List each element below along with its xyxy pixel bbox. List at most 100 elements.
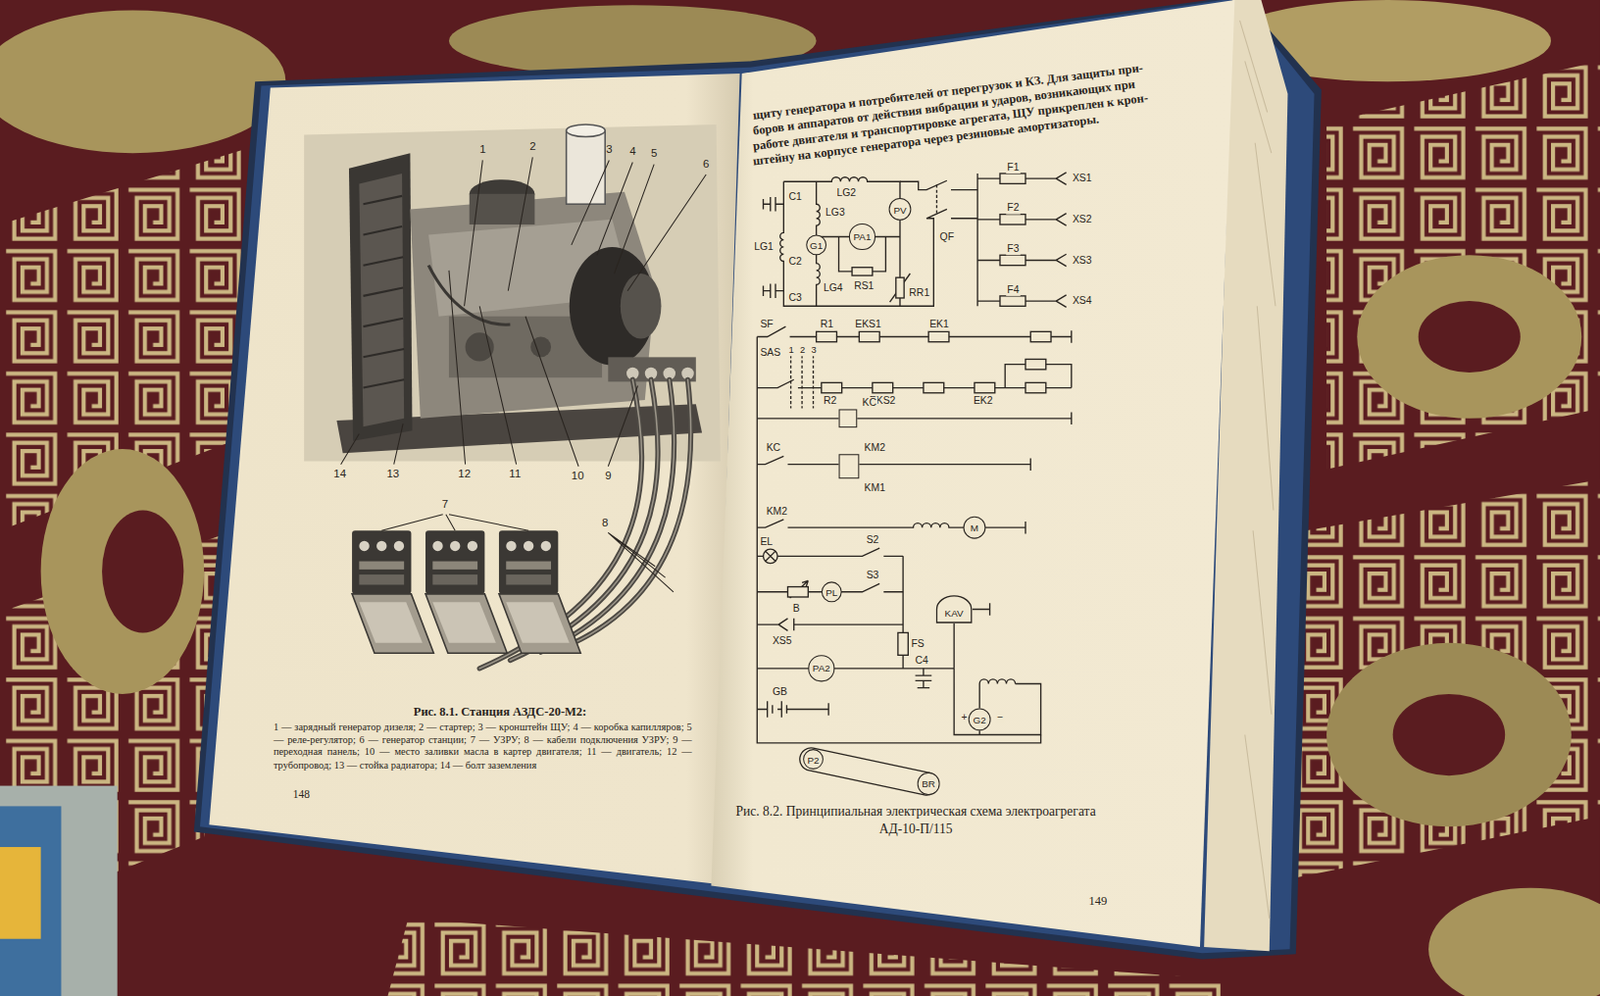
symbol-label: C2 [787,254,802,267]
figure-caption: Рис. 8.2. Принципиальная электрическая с… [719,801,1113,839]
pulley-symbol: P2 [802,749,824,770]
resistor-symbol [923,382,945,393]
resistor-symbol [1000,296,1026,306]
wire [756,548,903,556]
cable-drawing [479,379,691,669]
symbol-label: LG4 [822,281,845,294]
callout-number: 9 [604,469,611,484]
symbol-label: PA1 [852,231,871,243]
control-units [358,561,404,570]
node-text-box: M [970,521,979,533]
control-units [358,601,423,644]
motor-symbol: M [963,516,987,540]
wire [756,364,1072,389]
symbol-label: − [996,711,1004,724]
callout-number: 14 [333,467,347,482]
resistor-symbol [821,382,843,393]
symbol-label: XS1 [1071,172,1094,185]
symbol-label: XS3 [1071,253,1094,266]
leader-lines [607,532,674,592]
symbol-label: F4 [1005,283,1020,296]
symbol-label: 1 [787,344,795,356]
control-units [394,541,404,551]
wire [756,326,1072,344]
symbol-label: C4 [914,653,930,666]
symbol-label: SAS [758,347,782,359]
symbol-label: GB [771,686,789,699]
resistor-symbol [1030,331,1051,342]
symbol-label: FS [909,638,925,650]
resistor-symbol [858,331,880,342]
wire [977,253,1067,266]
symbol-label: C3 [787,292,802,304]
resistor-symbol [1000,173,1026,184]
wire [756,700,829,718]
carpet [41,449,205,695]
symbol-label: R1 [819,318,835,331]
carpet [0,847,42,940]
control-units [505,574,551,585]
symbol-label: F3 [1005,243,1020,255]
wire [763,197,785,212]
wire [972,602,991,615]
symbol-label: KC [765,442,783,454]
wire [756,412,1072,425]
wire [915,668,933,689]
symbol-label: XS2 [1071,213,1094,226]
wire [976,173,978,306]
figure-caption: Рис. 8.1. Станция АЗДС-20-М2: [296,703,704,719]
symbol-label: KM1 [863,481,887,494]
resistor-symbol [1025,358,1047,369]
control-units [432,574,478,585]
genset-drawing [409,192,655,419]
leader-lines [341,270,639,467]
resistor-symbol [787,587,808,598]
wire [756,618,903,631]
caption-legend: 1 — зарядный генератор дизеля; 2 — старт… [273,721,693,772]
genset-drawing [336,124,702,453]
carpet [1428,888,1600,996]
control-units [425,594,507,653]
control-units [432,541,443,551]
control-units [523,541,534,551]
resistor-symbol [1000,254,1026,265]
symbol-label: XS5 [771,635,794,648]
symbol-label: B [792,601,801,614]
regulator-symbol: KAV [935,595,972,624]
wire [783,177,900,307]
voltmeter-symbol: PV [889,198,912,221]
symbol-label: EK1 [928,318,950,331]
resistor-symbol [763,173,1052,655]
control-units [541,541,551,551]
symbol-label: KM2 [863,442,887,454]
symbol-label: RR1 [907,287,931,300]
leader-lines [381,514,529,532]
ammeter-symbol: PA2 [808,655,835,682]
lamp-cross [765,550,776,561]
resistor-symbol [928,331,950,342]
callout-number: 3 [605,143,612,157]
cable-drawing [479,379,691,669]
node-text-box: BR [921,778,936,790]
control-units [358,541,369,551]
symbol-label: S3 [865,569,881,582]
symbol-label: XS4 [1071,295,1094,307]
wire [791,354,814,408]
wire [977,213,1067,226]
symbol-label: LG3 [824,205,847,218]
symbol-label: R2 [822,395,838,407]
callout-number: 7 [442,498,449,512]
node-text-box: PA2 [812,662,831,674]
genset-drawing [363,196,405,389]
control-units [432,601,497,644]
symbol-label: LG2 [835,187,857,200]
carpet [0,9,286,153]
resistor-symbol [851,267,873,276]
control-units [358,574,404,585]
control-units [505,561,551,570]
control-units [376,541,387,551]
leader-lines [464,156,707,306]
resistor-symbol [896,277,904,299]
symbol-label: KAV [945,606,964,618]
